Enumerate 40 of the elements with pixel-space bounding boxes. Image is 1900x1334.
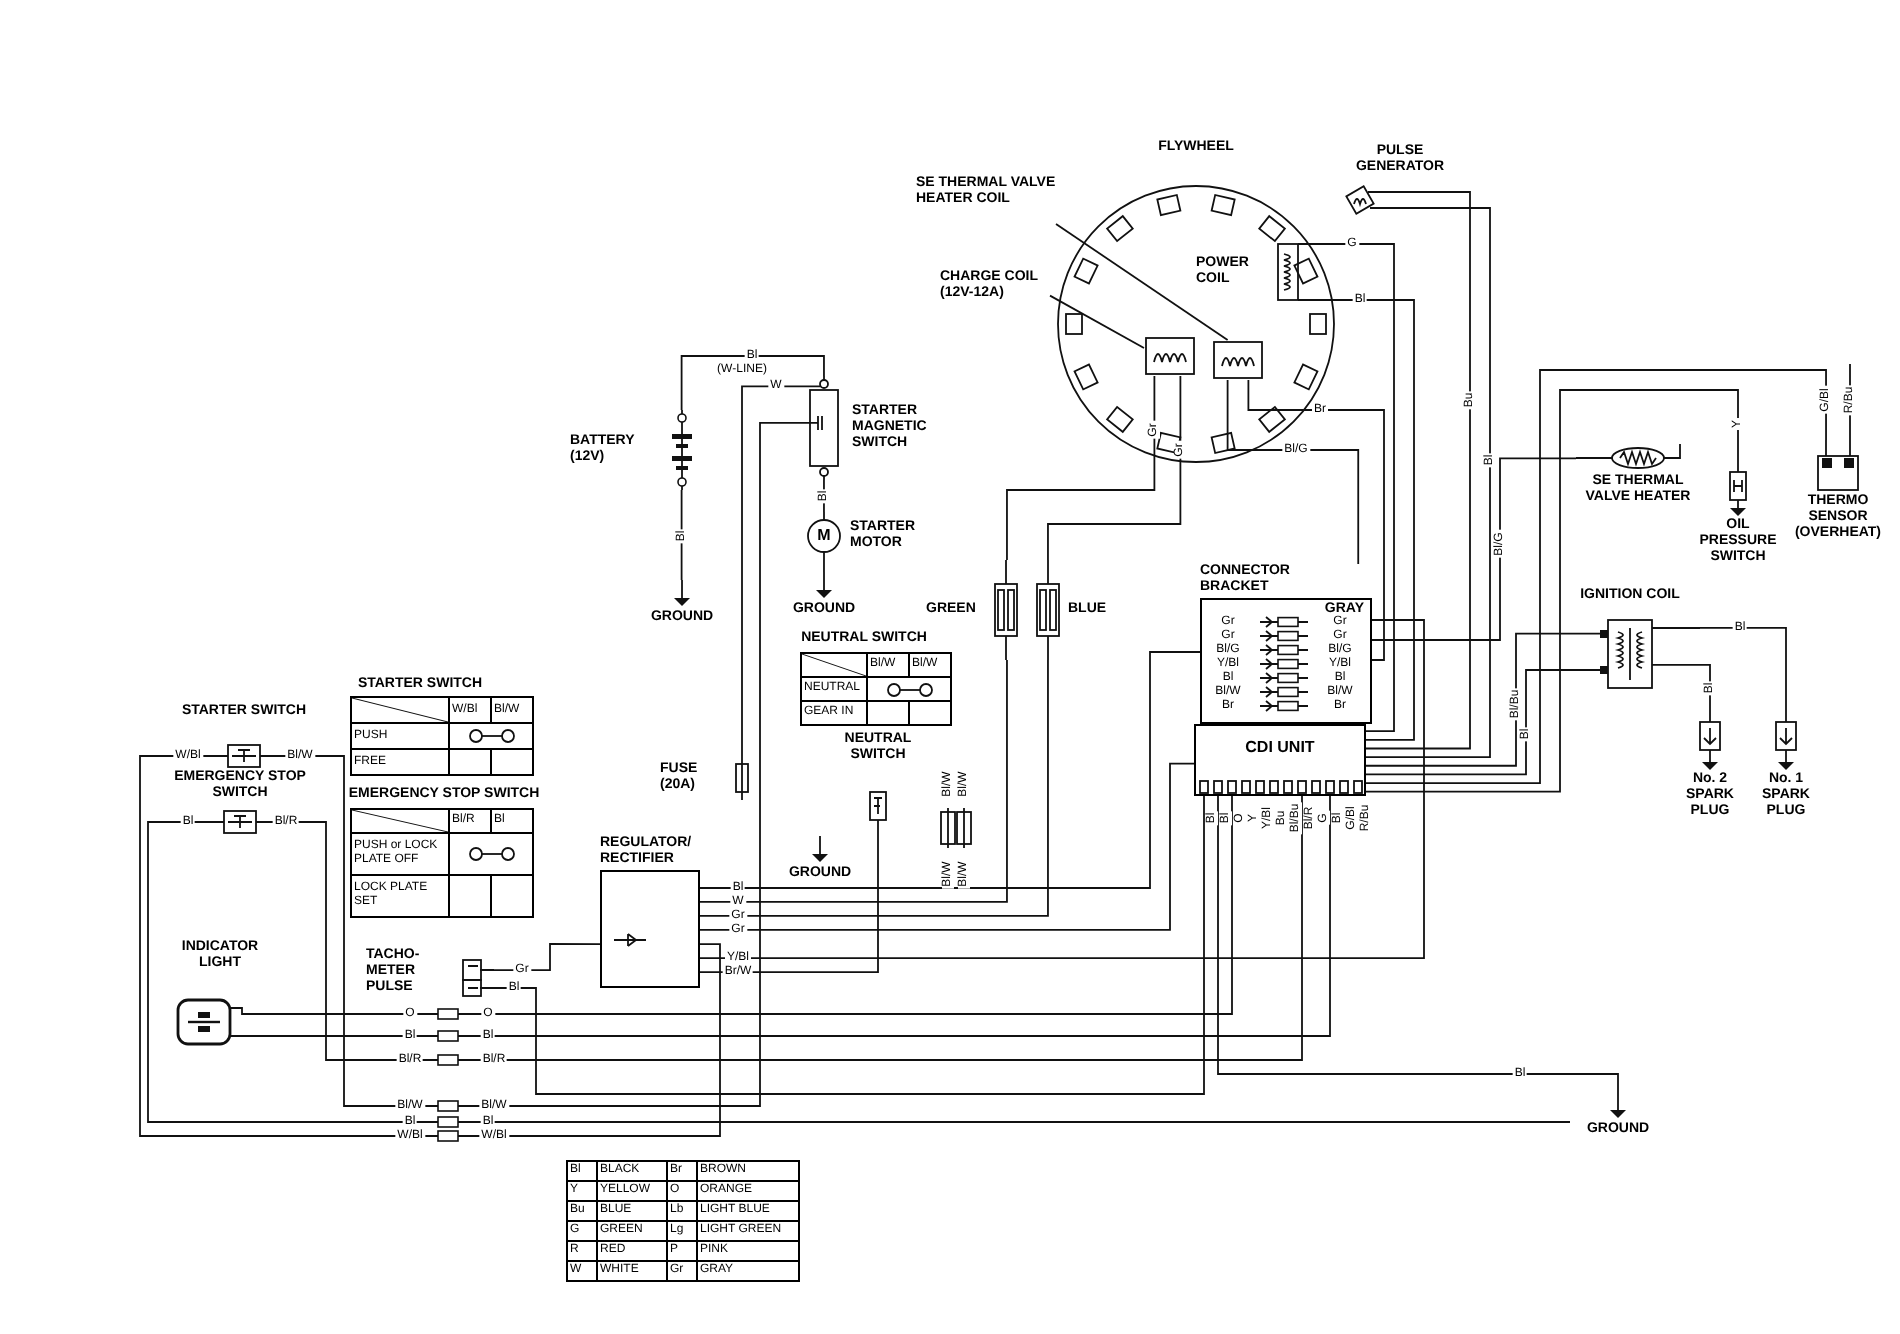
wire [493,943,601,971]
wire [1365,191,1471,750]
leader-line [1049,294,1145,349]
wire [139,755,721,1137]
wire [335,421,805,1107]
wire [1303,243,1395,733]
wire [699,659,1008,903]
leader-line [1055,223,1229,341]
wire [1365,369,1827,784]
wire [699,762,1195,931]
wire [1006,375,1156,561]
coil-symbol [1144,336,1196,376]
wire [147,821,1571,1123]
component-label: CDI UNIT [1245,738,1315,757]
wire [699,659,1049,917]
wire [493,795,1205,1095]
wire [823,559,825,573]
wire [1365,207,1491,758]
wire [699,835,879,973]
wire [1365,669,1561,776]
wire [680,355,825,411]
wire [1047,375,1182,561]
wire [1699,627,1787,711]
wire [1217,795,1619,1097]
wire [1226,379,1360,565]
wire [269,795,1331,1037]
wire [1303,299,1415,741]
wire [319,795,1303,1061]
wire [269,795,1233,1015]
wire [699,619,1425,959]
wire [1247,379,1385,661]
wire [741,385,805,757]
wire [699,651,1201,889]
wire [680,489,683,581]
wire [1371,457,1577,641]
coil-symbol [1212,340,1264,380]
wire [1365,632,1561,767]
wire [1365,389,1739,793]
motor-letter: M [817,528,831,544]
control-unit-box [1194,724,1366,796]
